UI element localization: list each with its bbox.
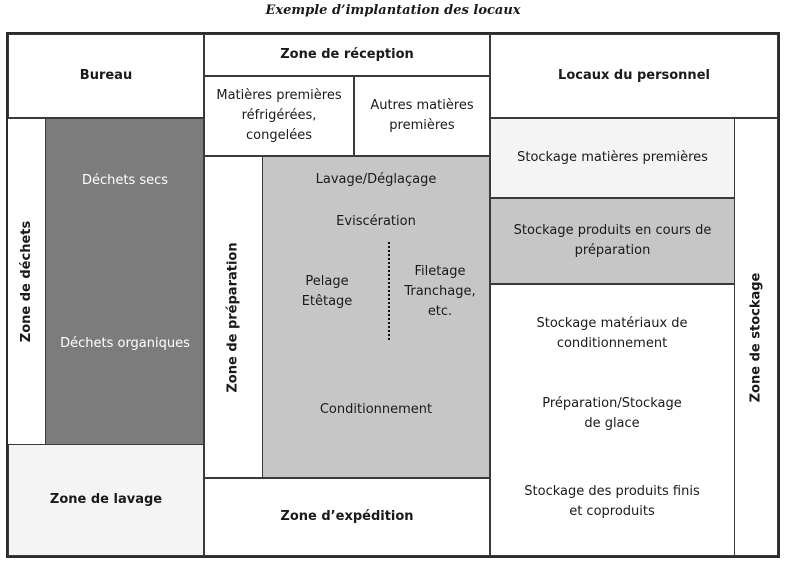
zone-bureau-label: Bureau: [79, 68, 133, 83]
zone-stockage-label: Zone de stockage: [748, 272, 764, 402]
process-divider: [388, 242, 390, 340]
dechets-secs: Déchets secs: [81, 173, 169, 188]
zone-preparation-strip: [204, 156, 262, 478]
filetage-line1: Filetage: [414, 264, 466, 279]
evisceration: Eviscération: [336, 214, 416, 229]
conditionnement: Conditionnement: [319, 402, 433, 417]
pelage-line1: Pelage: [305, 274, 349, 289]
zone-reception: Zone de réception: [204, 34, 490, 76]
stock-mp-label: Stockage matières premières: [517, 150, 708, 165]
stock-en-cours: Stockage produits en cours de préparatio…: [490, 198, 734, 284]
filetage-line3: etc.: [427, 304, 453, 319]
filetage-tranchage: Filetage Tranchage, etc.: [392, 262, 488, 322]
stock-encours-line2: préparation: [574, 243, 651, 258]
zone-preparation-label: Zone de préparation: [225, 241, 241, 393]
reception-refrigerated-line3: congelées: [246, 128, 312, 143]
dechets-organiques: Déchets organiques: [60, 336, 190, 351]
stock-materiaux: Stockage matériaux de conditionnement: [490, 314, 734, 354]
stock-glace-line2: de glace: [584, 416, 640, 431]
stock-glace-line1: Préparation/Stockage: [542, 396, 682, 411]
zone-stockage-strip: [734, 118, 778, 556]
reception-other-line2: premières: [389, 118, 455, 133]
reception-other: Autres matières premières: [354, 76, 490, 156]
zone-dechets-strip: [8, 118, 46, 444]
zone-preparation-label-wrap: Zone de préparation: [204, 156, 262, 478]
zone-reception-label: Zone de réception: [280, 47, 414, 62]
stock-finis-line2: et coproduits: [569, 504, 655, 519]
stock-produits-finis: Stockage des produits finis et coproduit…: [490, 482, 734, 522]
reception-refrigerated: Matières premières réfrigérées, congelée…: [204, 76, 354, 156]
zone-expedition: Zone d’expédition: [204, 478, 490, 556]
stock-lower-area: [490, 284, 734, 556]
zone-expedition-label: Zone d’expédition: [280, 509, 414, 524]
filetage-line2: Tranchage,: [404, 284, 476, 299]
zone-dechets-label: Zone de déchets: [19, 220, 35, 342]
lavage-deglacage: Lavage/Déglaçage: [315, 172, 437, 187]
pelage-line2: Etêtage: [301, 294, 353, 309]
zone-stockage-label-wrap: Zone de stockage: [734, 118, 778, 556]
stock-encours-line1: Stockage produits en cours de: [513, 223, 712, 238]
reception-refrigerated-line2: réfrigérées,: [241, 108, 317, 123]
zone-dechets-label-wrap: Zone de déchets: [8, 118, 46, 444]
stock-glace: Préparation/Stockage de glace: [490, 394, 734, 434]
preparation-area: [262, 156, 490, 478]
zone-personnel: Locaux du personnel: [490, 34, 778, 118]
reception-other-line1: Autres matières: [370, 98, 474, 113]
stock-finis-line1: Stockage des produits finis: [524, 484, 700, 499]
zone-lavage: Zone de lavage: [8, 444, 204, 556]
reception-refrigerated-line1: Matières premières: [216, 88, 342, 103]
stock-materiaux-line2: conditionnement: [556, 336, 668, 351]
stock-materiaux-line1: Stockage matériaux de: [536, 316, 688, 331]
dechets-area: [46, 118, 204, 444]
stock-matieres-premieres: Stockage matières premières: [490, 118, 734, 198]
pelage-etetage: Pelage Etêtage: [282, 272, 372, 312]
zone-bureau: Bureau: [8, 34, 204, 118]
zone-lavage-label: Zone de lavage: [49, 492, 163, 507]
zone-personnel-label: Locaux du personnel: [558, 68, 710, 83]
diagram-title: Exemple d’implantation des locaux: [265, 3, 521, 18]
